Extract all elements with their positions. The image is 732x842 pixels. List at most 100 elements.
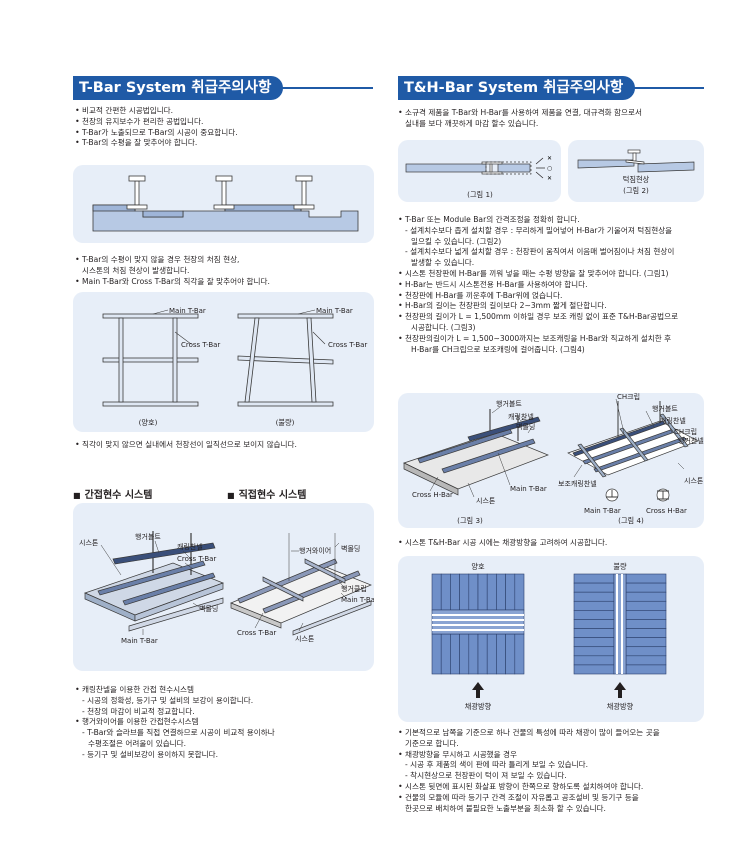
figure-3-4-panel: 행거볼트 캐링찬넬 벽몰딩 Cross H-Bar Main T-Bar 시스톤…	[398, 393, 704, 528]
ceiling-tile	[574, 583, 614, 592]
hbar-line	[621, 574, 623, 674]
list-item: 채광방향을 무시하고 시공했을 경우	[398, 750, 660, 761]
good-direction-label: 양호	[471, 562, 485, 571]
tbar-section-drawing	[73, 165, 374, 243]
th-install-notes-list: T-Bar 또는 Module Bar의 간격조정을 정확히 합니다.- 설계치…	[398, 215, 678, 355]
figure-1-drawing: ✕ ○ ✕ (그림 1)	[398, 140, 561, 202]
ceiling-tile	[432, 634, 441, 674]
list-item: 시스톤 천장판에 H-Bar를 끼워 넣을 때는 수평 방향을 잘 맞추어야 합…	[398, 269, 678, 280]
ceiling-tile	[626, 592, 666, 601]
ceiling-tile	[496, 634, 505, 674]
indirect-wall-label: 벽몰딩	[199, 604, 218, 613]
ceiling-tile	[626, 629, 666, 638]
indirect-system-title: 간접현수 시스템	[85, 490, 153, 501]
list-item: - 설계치수보다 넓게 설치할 경우 : 천장판이 움직여서 이음매 벌어짐이나…	[398, 247, 678, 258]
list-item: - 시공의 정확성, 등기구 및 설비의 보강이 용이합니다.	[75, 696, 275, 707]
list-item: 비교적 간편한 시공법입니다.	[75, 106, 238, 117]
direct-hanger-clip-label: 행거클립	[341, 584, 367, 593]
lighting-direction-drawing: 양호 불량 채광방향 채광방향	[398, 556, 704, 722]
list-item: Main T-Bar와 Cross T-Bar의 직각을 잘 맞추어야 합니다.	[75, 277, 270, 288]
ceiling-tile	[506, 574, 515, 610]
list-item: T-Bar 또는 Module Bar의 간격조정을 정확히 합니다.	[398, 215, 678, 226]
indirect-carrying-label: 캐링찬넬	[177, 542, 203, 551]
list-item: 천장판의 길이가 L = 1,500mm 이하일 경우 보조 캐링 없이 표준 …	[398, 312, 678, 323]
ceiling-tile	[506, 634, 515, 674]
list-item: 한곳으로 배치하여 불필요한 노출부분을 최소화 할 수 있습니다.	[398, 804, 660, 815]
fig4-hanger-bolt-label: 행거볼트	[652, 404, 678, 413]
ceiling-tile	[487, 574, 496, 610]
fig4-carrying-label: 캐링찬넬	[660, 416, 686, 425]
ceiling-tile	[432, 574, 441, 610]
ceiling-tile	[626, 656, 666, 665]
list-item: H-Bar의 길이는 천장판의 길이보다 2~3mm 짧게 절단합니다.	[398, 301, 678, 312]
ceiling-tile	[574, 601, 614, 610]
list-item: - 설계치수보다 좁게 설치할 경우 : 무리하게 밀어넣어 H-Bar가 기울…	[398, 226, 678, 237]
ceiling-tile	[626, 665, 666, 674]
hbar-line	[432, 624, 524, 626]
ceiling-tile	[515, 574, 524, 610]
bad-cross-tbar-label: Cross T-Bar	[328, 341, 367, 349]
ceiling-tile	[574, 592, 614, 601]
list-item: - T-Bar와 슬라브를 직접 연결하므로 시공이 비교적 용이하나	[75, 728, 275, 739]
ceiling-tile	[626, 574, 666, 583]
fig4-main-t-label: Main T-Bar	[584, 507, 621, 515]
ceiling-tile	[450, 574, 459, 610]
right-section-title: T&H-Bar System 취급주의사항	[398, 76, 635, 100]
fig3-main-t-label: Main T-Bar	[510, 485, 547, 493]
ceiling-tile	[515, 634, 524, 674]
lighting-direction-diagram: 양호 불량 채광방향 채광방향	[398, 556, 704, 722]
ceiling-tile	[460, 634, 469, 674]
hanging-systems-diagram: 시스톤 행거볼트 캐링찬넬 Cross T-Bar 벽몰딩 Main T-Bar…	[73, 503, 374, 671]
tbar-section-diagram	[73, 165, 374, 243]
tbar-notes-list: 비교적 간편한 시공법입니다.천장의 유지보수가 편리한 공법입니다. T-Bar…	[75, 106, 238, 149]
ceiling-tile	[626, 610, 666, 619]
ceiling-tile	[496, 574, 505, 610]
ceiling-tile	[478, 574, 487, 610]
hbar-line	[616, 574, 618, 674]
ceiling-tile	[574, 665, 614, 674]
list-item: 시스톤 뒷면에 표시된 화살표 방향이 한쪽으로 향하도록 설치하여야 합니다.	[398, 782, 660, 793]
th-intro-list: 소규격 제품을 T-Bar와 H-Bar를 사용하여 제품을 연결, 대규격화 …	[398, 108, 642, 130]
good-caption: (양호)	[139, 418, 158, 427]
bad-arrow-label: 채광방향	[607, 702, 634, 711]
right-angle-note-list: 직각이 맞지 않으면 실내에서 천장선이 일직선으로 보이지 않습니다.	[75, 440, 297, 451]
list-item: 천장의 유지보수가 편리한 공법입니다.	[75, 117, 238, 128]
fig3-hanger-bolt-label: 행거볼트	[496, 399, 522, 408]
circle-mark-icon: ○	[547, 165, 552, 172]
list-item: - 등기구 및 설비보강이 용이하지 못합니다.	[75, 750, 275, 761]
figure-1-caption: (그림 1)	[467, 190, 493, 199]
list-item: 건물의 모듈에 따라 등기구 간격 조절이 자유롭고 공조설비 및 등기구 등을	[398, 793, 660, 804]
ceiling-tile	[460, 574, 469, 610]
figure-1-panel: ✕ ○ ✕ (그림 1)	[398, 140, 561, 202]
list-item: 발생할 수 있습니다.	[398, 258, 678, 269]
good-layout-grid	[432, 574, 524, 674]
good-main-tbar-label: Main T-Bar	[169, 307, 206, 315]
fig4-ch-clip-label: CH크립	[617, 393, 640, 401]
fig4-aux-label: 보조캐링찬넬	[558, 479, 597, 488]
ceiling-tile	[574, 619, 614, 628]
list-item: 기본적으로 남쪽을 기준으로 하나 건물의 특성에 따라 채광이 많이 들어오는…	[398, 728, 660, 739]
ceiling-tile	[626, 583, 666, 592]
ceiling-tile	[487, 634, 496, 674]
figure-2-panel: 턱짐현상 (그림 2)	[568, 140, 704, 202]
bad-layout-grid	[574, 574, 666, 674]
list-item: 실내를 보다 깨끗하게 마감 할수 있습니다.	[398, 119, 642, 130]
hbar-line	[432, 614, 524, 616]
direct-systone-label: 시스톤	[295, 635, 315, 643]
fig3-systone-label: 시스톤	[476, 497, 496, 505]
indirect-main-label: Main T-Bar	[121, 637, 158, 645]
figure-3-caption: (그림 3)	[457, 516, 483, 525]
list-item: - 시공 후 제품의 색이 판에 따라 틀리게 보일 수 있습니다.	[398, 760, 660, 771]
list-item: T-Bar의 수평을 잘 맞추어야 합니다.	[75, 138, 238, 149]
left-section-title: T-Bar System 취급주의사항	[73, 76, 283, 100]
ceiling-tile	[450, 634, 459, 674]
list-item: 기준으로 합니다.	[398, 739, 660, 750]
list-item: T-Bar의 수평이 맞지 않을 경우 천장의 처짐 현상,	[75, 255, 270, 266]
list-item: H-Bar를 CH크립으로 보조캐링에 걸어줍니다. (그림4)	[398, 345, 678, 356]
hanging-systems-drawing: 시스톤 행거볼트 캐링찬넬 Cross T-Bar 벽몰딩 Main T-Bar…	[73, 503, 374, 671]
fig3-wall-label: 벽몰딩	[516, 422, 535, 431]
figure-3-4-drawing: 행거볼트 캐링찬넬 벽몰딩 Cross H-Bar Main T-Bar 시스톤…	[398, 393, 704, 528]
right-section-header: T&H-Bar System 취급주의사항	[398, 76, 704, 100]
ceiling-tile	[626, 638, 666, 647]
ceiling-tile	[441, 634, 450, 674]
